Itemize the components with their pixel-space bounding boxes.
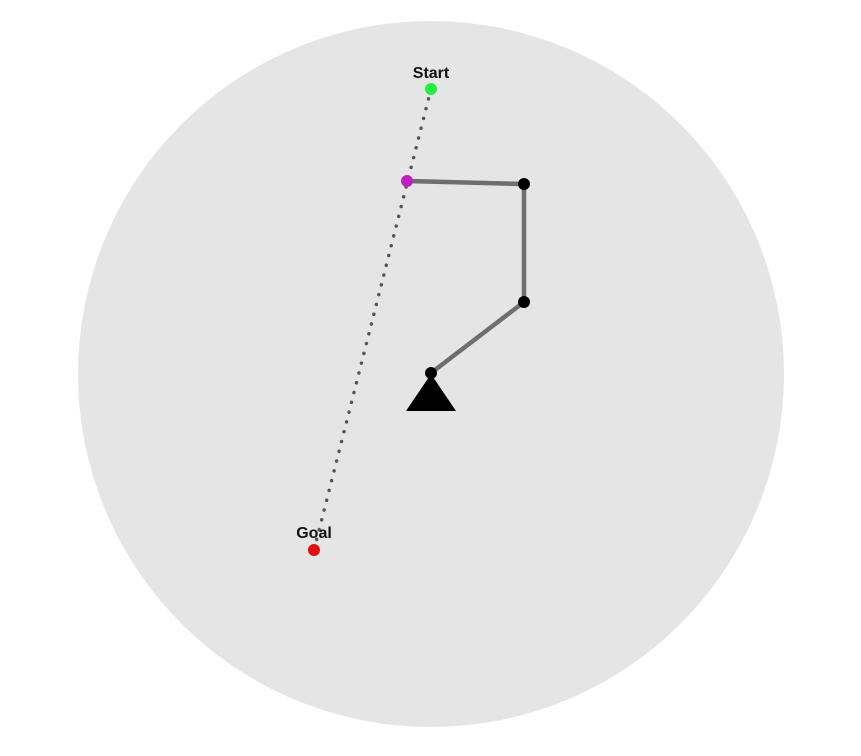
start-goal-trajectory: [312, 87, 433, 552]
arm-base-triangle: [406, 374, 456, 411]
goal-marker: [308, 544, 320, 556]
start-marker: [425, 83, 437, 95]
arm-link-1: [428, 299, 527, 376]
start-label: Start: [413, 65, 450, 82]
arm-joint-wrist: [518, 178, 530, 190]
arm-links: [404, 178, 527, 376]
arm-joint-elbow: [518, 296, 530, 308]
arm-link-3: [404, 178, 527, 187]
end-effector: [401, 175, 413, 187]
goal-label: Goal: [296, 525, 332, 542]
arm-joint-base: [425, 367, 437, 379]
